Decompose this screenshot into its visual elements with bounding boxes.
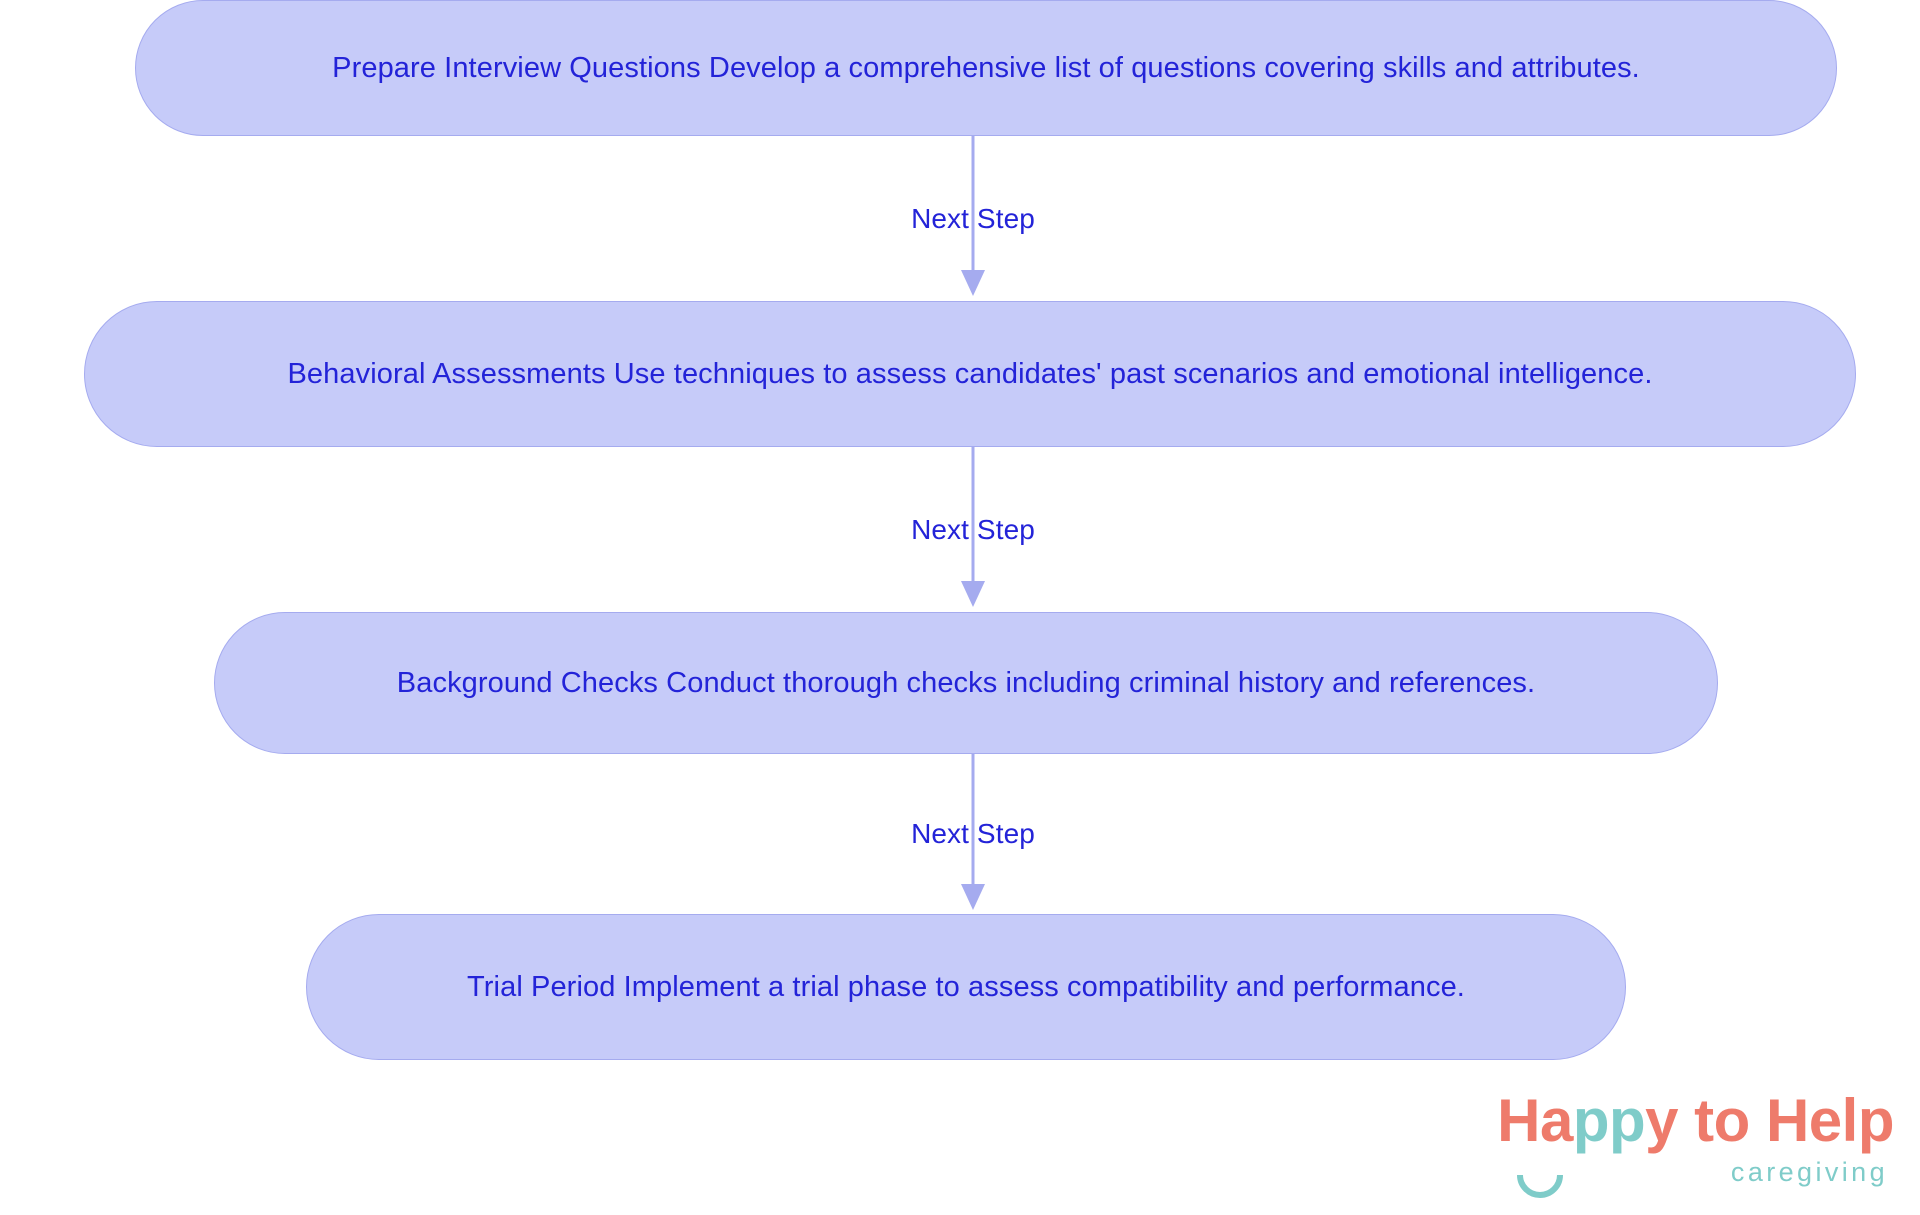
- brand-logo-part-1: Ha: [1497, 1087, 1573, 1154]
- flow-edge-label: Next Step: [911, 818, 1035, 849]
- flow-node-label: Background Checks Conduct thorough check…: [396, 666, 1536, 699]
- flow-node-label: Behavioral Assessments Use techniques to…: [287, 357, 1653, 390]
- arrow-connector-icon: [961, 136, 985, 296]
- flow-node-label: Trial Period Implement a trial phase to …: [467, 970, 1465, 1003]
- flow-node-label: Prepare Interview Questions Develop a co…: [332, 51, 1640, 84]
- flow-node-trial-period[interactable]: Trial Period Implement a trial phase to …: [306, 914, 1626, 1060]
- flow-node-prepare-interview-questions[interactable]: Prepare Interview Questions Develop a co…: [135, 0, 1837, 136]
- brand-logo-wordmark: Happy to Help: [1424, 1091, 1894, 1151]
- flow-edge-label: Next Step: [911, 202, 1035, 234]
- flow-column: Prepare Interview Questions Develop a co…: [84, 0, 1856, 1060]
- brand-logo: Happy to Help caregiving: [1424, 1091, 1894, 1201]
- flow-edge-3: Next Step: [843, 754, 1103, 914]
- flow-edge-1: Next Step: [843, 136, 1103, 301]
- flow-node-background-checks[interactable]: Background Checks Conduct thorough check…: [214, 612, 1718, 754]
- brand-logo-part-3: y to Help: [1645, 1087, 1894, 1154]
- flow-edge-label: Next Step: [911, 513, 1035, 545]
- flow-edge-2: Next Step: [843, 447, 1103, 612]
- brand-logo-tagline: caregiving: [1730, 1157, 1888, 1187]
- smile-icon: [1517, 1174, 1563, 1198]
- brand-logo-part-2: pp: [1572, 1087, 1646, 1154]
- arrow-connector-icon: [961, 447, 985, 607]
- arrow-connector-icon: [961, 754, 985, 910]
- flow-node-behavioral-assessments[interactable]: Behavioral Assessments Use techniques to…: [84, 301, 1856, 447]
